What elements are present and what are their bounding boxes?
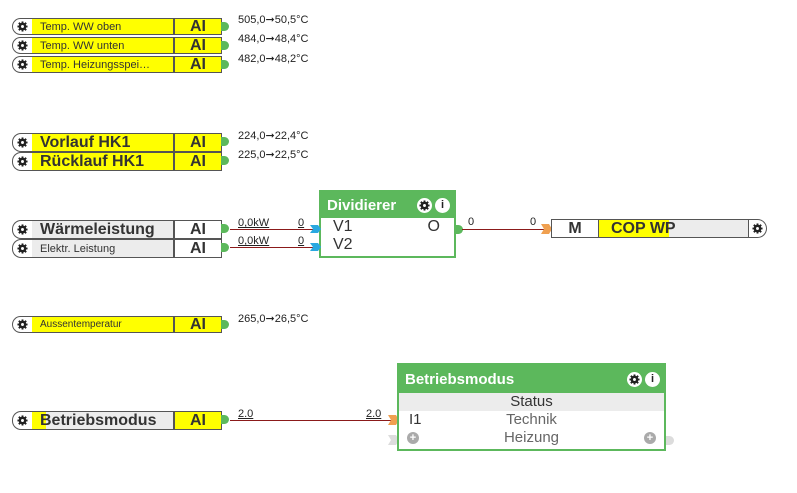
block-title: Betriebsmodus [405, 370, 515, 388]
dividierer-block[interactable]: Dividierer i V1 O V2 [319, 190, 456, 258]
gear-icon[interactable] [12, 411, 32, 430]
output-label: COP WP [599, 219, 749, 238]
input-row-v1: V1 O [321, 218, 454, 236]
input-ports[interactable] [310, 224, 322, 254]
betriebsmodus-block[interactable]: Betriebsmodus i Status I1 Technik + Heiz… [397, 363, 666, 451]
input-port-v2 [310, 243, 321, 251]
input-block-temp-heizungsspeicher[interactable]: Temp. Heizungsspei… AI [12, 56, 229, 73]
output-port[interactable] [221, 137, 229, 146]
gear-icon[interactable] [12, 56, 32, 73]
input-ports[interactable] [388, 414, 400, 448]
status-row-heizung: + Heizung + [399, 429, 664, 447]
wire-value-start: 0 [468, 216, 475, 228]
output-port[interactable] [455, 225, 463, 234]
output-label: O [427, 218, 440, 235]
input-port-add [388, 435, 399, 445]
status-row-technik: I1 Technik [399, 411, 664, 429]
output-mode-tag: M [551, 219, 599, 238]
input-type-tag: AI [174, 18, 222, 35]
gear-icon[interactable] [12, 18, 32, 35]
input-label: V2 [333, 236, 353, 253]
output-port[interactable] [221, 320, 229, 329]
status-value: Heizung [503, 429, 560, 446]
input-port[interactable] [541, 223, 553, 235]
input-label: Aussentemperatur [32, 316, 174, 333]
wire-value-start: 0,0kW [238, 217, 270, 229]
add-input-icon[interactable]: + [407, 432, 419, 444]
gear-icon[interactable] [749, 219, 767, 238]
input-label: Temp. Heizungsspei… [32, 56, 174, 73]
output-port[interactable] [666, 436, 674, 445]
input-type-tag: AI [174, 316, 222, 333]
input-label: I1 [409, 411, 422, 428]
input-type-tag: AI [174, 152, 222, 171]
input-label: Wärmeleistung [32, 220, 174, 239]
add-output-icon[interactable]: + [644, 432, 656, 444]
wire-value-end: 0 [298, 217, 305, 229]
input-label: V1 [333, 218, 353, 235]
input-port-i1 [388, 415, 399, 425]
gear-icon[interactable] [12, 316, 32, 333]
gear-icon[interactable] [12, 220, 32, 239]
input-block-waermeleistung[interactable]: Wärmeleistung AI [12, 220, 229, 239]
value-readout: 482,0➞48,2°C [238, 53, 309, 65]
value-readout: 505,0➞50,5°C [238, 14, 309, 26]
input-port-v1 [310, 225, 321, 233]
input-type-tag: AI [174, 133, 222, 152]
input-block-vorlauf-hk1[interactable]: Vorlauf HK1 AI [12, 133, 229, 152]
input-block-elektr-leistung[interactable]: Elektr. Leistung AI [12, 239, 229, 258]
wire-value-start: 0,0kW [238, 235, 270, 247]
value-readout: 265,0➞26,5°C [238, 313, 309, 325]
input-block-betriebsmodus[interactable]: Betriebsmodus AI [12, 411, 229, 430]
gear-icon[interactable] [12, 133, 32, 152]
output-port[interactable] [221, 224, 229, 233]
output-port[interactable] [221, 41, 229, 50]
input-type-tag: AI [174, 239, 222, 258]
status-value: Technik [506, 411, 557, 428]
wire-value-end: 0 [298, 235, 305, 247]
input-block-temp-ww-oben[interactable]: Temp. WW oben AI [12, 18, 229, 35]
input-block-temp-ww-unten[interactable]: Temp. WW unten AI [12, 37, 229, 54]
value-readout: 484,0➞48,4°C [238, 33, 309, 45]
input-block-aussentemperatur[interactable]: Aussentemperatur AI [12, 316, 229, 333]
info-icon[interactable]: i [645, 371, 660, 387]
wire-value-end: 0 [530, 216, 537, 228]
wire-value-start: 2.0 [238, 408, 254, 420]
output-port[interactable] [221, 156, 229, 165]
gear-icon[interactable] [12, 152, 32, 171]
wire-value-end: 2.0 [366, 408, 382, 420]
input-type-tag: AI [174, 411, 222, 430]
info-icon[interactable]: i [435, 197, 450, 213]
gear-icon[interactable] [12, 37, 32, 54]
output-port[interactable] [221, 60, 229, 69]
gear-icon[interactable] [417, 197, 432, 213]
status-header: Status [399, 393, 664, 411]
value-readout: 225,0➞22,5°C [238, 149, 309, 161]
input-type-tag: AI [174, 37, 222, 54]
input-label: Temp. WW oben [32, 18, 174, 35]
gear-icon[interactable] [627, 371, 642, 387]
input-label: Rücklauf HK1 [32, 152, 174, 171]
input-block-ruecklauf-hk1[interactable]: Rücklauf HK1 AI [12, 152, 229, 171]
output-block-cop-wp[interactable]: M COP WP [551, 219, 767, 238]
block-header[interactable]: Dividierer i [321, 192, 454, 218]
block-header[interactable]: Betriebsmodus i [399, 365, 664, 393]
block-title: Dividierer [327, 196, 397, 214]
input-label: Elektr. Leistung [32, 239, 174, 258]
connection-wire[interactable] [230, 229, 314, 230]
input-label: Betriebsmodus [32, 411, 174, 430]
input-row-v2: V2 [321, 236, 454, 254]
output-port[interactable] [221, 22, 229, 31]
input-type-tag: AI [174, 56, 222, 73]
output-port[interactable] [221, 243, 229, 252]
input-label: Vorlauf HK1 [32, 133, 174, 152]
connection-wire[interactable] [230, 420, 393, 421]
output-port[interactable] [221, 415, 229, 424]
connection-wire[interactable] [230, 247, 314, 248]
connection-wire[interactable] [462, 229, 545, 230]
gear-icon[interactable] [12, 239, 32, 258]
value-readout: 224,0➞22,4°C [238, 130, 309, 142]
input-label: Temp. WW unten [32, 37, 174, 54]
input-type-tag: AI [174, 220, 222, 239]
